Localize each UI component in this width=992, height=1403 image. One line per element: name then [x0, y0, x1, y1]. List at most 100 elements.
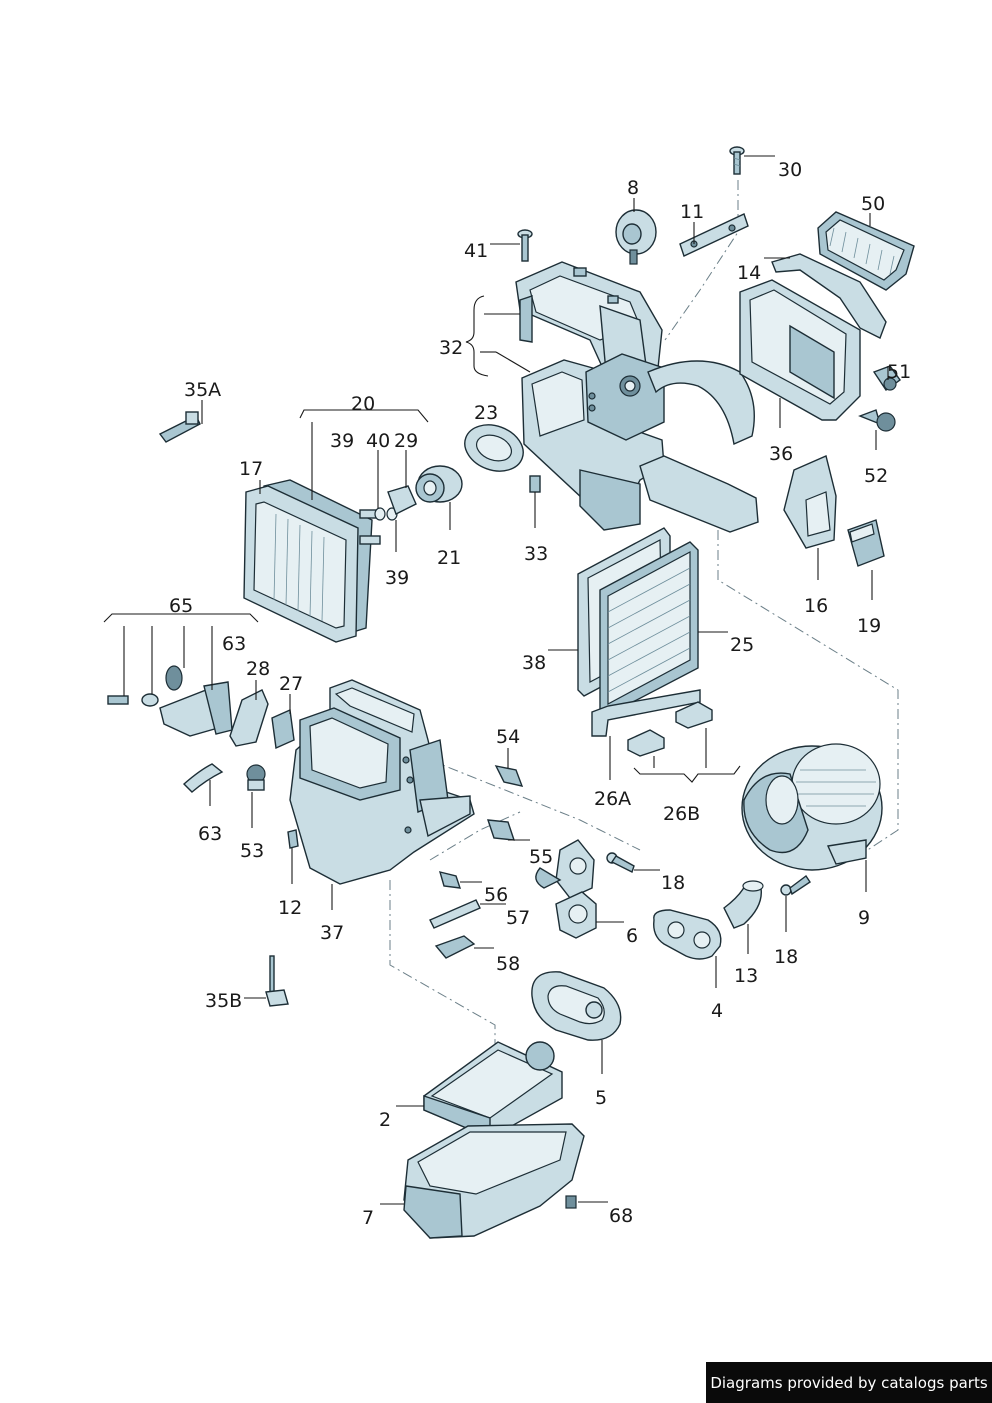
label-20: 20	[351, 393, 375, 415]
label-8: 8	[627, 177, 639, 199]
linkage-57	[429, 899, 506, 929]
label-35B: 35B	[205, 990, 242, 1012]
label-2: 2	[379, 1109, 391, 1131]
clip-12	[287, 829, 299, 884]
label-17: 17	[239, 458, 263, 480]
seal-ring-23	[464, 424, 524, 472]
filter-piece-26A	[591, 689, 701, 780]
label-50: 50	[861, 193, 885, 215]
label-27: 27	[279, 673, 303, 695]
heater-housing-37	[289, 679, 475, 910]
gear-actuator-53	[246, 764, 266, 828]
air-duct-16	[783, 455, 837, 580]
fitting-rings	[374, 450, 417, 552]
blower-motor-9	[741, 743, 883, 892]
label-18-right: 18	[774, 946, 798, 968]
label-16: 16	[804, 595, 828, 617]
label-68: 68	[609, 1205, 633, 1227]
bracket-11	[679, 213, 749, 257]
lever-58	[434, 935, 494, 959]
screw-18b	[780, 874, 811, 932]
label-32: 32	[439, 337, 463, 359]
label-38: 38	[522, 652, 546, 674]
gasket-5	[531, 971, 622, 1074]
bracket-28	[229, 680, 269, 747]
lever-54	[494, 748, 524, 787]
label-11: 11	[680, 201, 704, 223]
screw-18a	[606, 852, 660, 873]
blower-resistor-19	[847, 519, 885, 600]
label-21: 21	[437, 547, 461, 569]
evaporator-housing-36	[739, 279, 861, 428]
label-52: 52	[864, 465, 888, 487]
lever-55	[486, 819, 530, 841]
label-35A: 35A	[184, 379, 221, 401]
brace-32	[465, 295, 489, 377]
label-12: 12	[278, 897, 302, 919]
label-29: 29	[394, 430, 418, 452]
cover-8	[615, 198, 657, 265]
lever-56	[438, 871, 482, 889]
label-26A: 26A	[594, 788, 631, 810]
dust-filter-25	[599, 541, 728, 717]
label-30: 30	[778, 159, 802, 181]
label-5: 5	[595, 1087, 607, 1109]
label-39-bottom: 39	[385, 567, 409, 589]
label-63-top: 63	[222, 633, 246, 655]
label-53: 53	[240, 840, 264, 862]
label-41: 41	[464, 240, 488, 262]
label-58: 58	[496, 953, 520, 975]
filter-box-2	[396, 1041, 563, 1140]
label-37: 37	[320, 922, 344, 944]
actuator-52	[858, 409, 896, 450]
housing-tray-7	[380, 1123, 585, 1239]
clip-68	[565, 1195, 608, 1209]
seal-14	[764, 253, 887, 339]
temperature-sensor-35B	[244, 955, 289, 1007]
label-54: 54	[496, 726, 520, 748]
label-7: 7	[362, 1207, 374, 1229]
label-9: 9	[858, 907, 870, 929]
label-14: 14	[737, 262, 761, 284]
screw-30	[729, 146, 775, 175]
brace-20	[299, 409, 429, 423]
air-outlet-6	[535, 839, 624, 939]
label-57: 57	[506, 907, 530, 929]
assembly-guide-lines	[389, 180, 899, 1050]
label-19: 19	[857, 615, 881, 637]
brace-65	[103, 613, 259, 623]
gasket-4	[653, 909, 722, 988]
part-number-labels: 30 8 11 50 41 14 32 35A 20 23 39 40 29 5…	[169, 159, 911, 1229]
label-23: 23	[474, 402, 498, 424]
filter-piece-26B	[627, 701, 741, 783]
label-13: 13	[734, 965, 758, 987]
clip-33	[529, 475, 541, 528]
label-39-top: 39	[330, 430, 354, 452]
label-36: 36	[769, 443, 793, 465]
temperature-sensor-35A	[158, 400, 203, 443]
label-4: 4	[711, 1000, 723, 1022]
lever-63	[182, 763, 224, 806]
lower-housing-32	[480, 351, 759, 533]
label-55: 55	[529, 846, 553, 868]
actuator-cluster-65	[107, 626, 233, 737]
heater-core-17	[243, 422, 381, 643]
label-56: 56	[484, 884, 508, 906]
label-18-left: 18	[661, 872, 685, 894]
label-65: 65	[169, 595, 193, 617]
label-25: 25	[730, 634, 754, 656]
label-63-bottom: 63	[198, 823, 222, 845]
actuator-27	[271, 694, 295, 750]
label-6: 6	[626, 925, 638, 947]
elbow-duct-13	[723, 880, 764, 954]
label-33: 33	[524, 543, 548, 565]
filter-cover-50	[817, 211, 915, 291]
credit-banner: Diagrams provided by catalogs parts	[706, 1362, 992, 1403]
label-51: 51	[887, 361, 911, 383]
label-26B: 26B	[663, 803, 700, 825]
label-40: 40	[366, 430, 390, 452]
label-28: 28	[246, 658, 270, 680]
screw-41	[490, 229, 533, 262]
expansion-valve-21	[415, 465, 463, 530]
